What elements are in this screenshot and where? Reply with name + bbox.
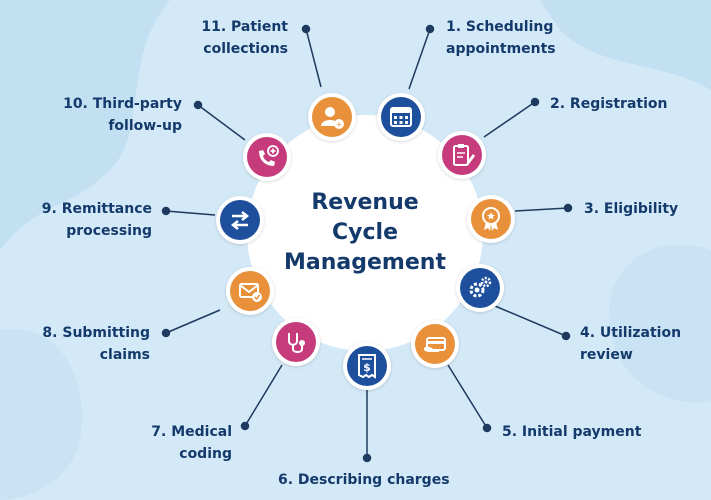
step-7-label: 7. Medical coding	[151, 424, 232, 462]
step-9-label: 9. Remittance processing	[41, 201, 152, 239]
calendar-icon	[377, 93, 425, 141]
svg-text:$: $	[363, 361, 371, 374]
step-6-label: 6. Describing charges	[278, 472, 450, 488]
center-title: Revenue Cycle Management	[284, 190, 446, 275]
step-5-label: 5. Initial payment	[502, 424, 642, 440]
step-3-label: 3. Eligibility	[584, 201, 679, 217]
step-2-label: 2. Registration	[550, 96, 668, 112]
step-11-label: 11. Patient collections	[201, 19, 288, 57]
patient-collections-icon: +	[308, 93, 356, 141]
third-party-phone-icon	[243, 133, 291, 181]
registration-clipboard-icon	[438, 131, 486, 179]
remittance-exchange-icon	[216, 196, 264, 244]
step-4-label: 4. Utilization review	[580, 325, 682, 363]
step-1-label: 1. Scheduling appointments	[446, 19, 556, 57]
submitting-claims-envelope-icon	[226, 267, 274, 315]
receipt-dollar-icon: $	[343, 342, 391, 390]
initial-payment-card-icon	[411, 320, 459, 368]
eligibility-award-icon	[467, 195, 515, 243]
step-8-label: 8. Submitting claims	[42, 325, 150, 363]
medical-coding-stethoscope-icon	[272, 318, 320, 366]
step-10-label: 10. Third-party follow-up	[63, 96, 182, 134]
svg-text:+: +	[336, 120, 343, 129]
utilization-review-gears-icon	[456, 264, 504, 312]
